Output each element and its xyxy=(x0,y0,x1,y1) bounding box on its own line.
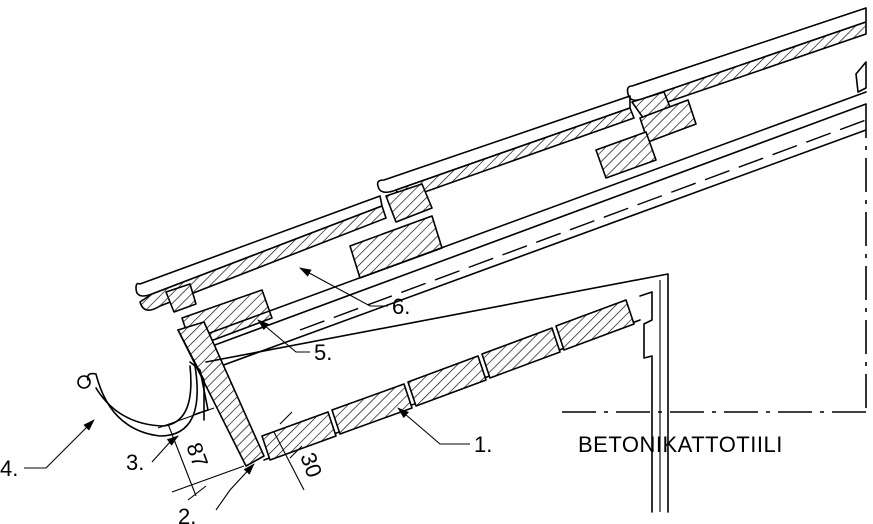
label-6: 6. xyxy=(392,294,410,319)
soffit-board-4 xyxy=(481,327,561,379)
drawing-title: BETONIKATTOTIILI xyxy=(578,432,783,457)
label-5: 5. xyxy=(314,340,332,365)
roof-tile-upper-hatch xyxy=(644,21,867,109)
label-4: 4. xyxy=(0,456,18,481)
dimension-30-text: 30 xyxy=(295,449,327,481)
soffit-board-3 xyxy=(407,355,487,407)
rafter xyxy=(205,273,669,461)
soffit-board-1 xyxy=(261,411,337,461)
section-boundary xyxy=(562,104,867,413)
label-1: 1. xyxy=(474,432,492,457)
gutter xyxy=(77,359,209,437)
tile-lug-middle xyxy=(385,183,433,223)
roof-tile-upper xyxy=(626,7,867,102)
fascia-board xyxy=(177,321,265,467)
roof-tile-lower xyxy=(135,195,383,297)
wall-detail xyxy=(639,273,669,513)
label-3: 3. xyxy=(126,450,144,475)
label-2: 2. xyxy=(178,504,196,524)
roof-tile-middle xyxy=(376,95,631,194)
roof-tile-lower-hatch xyxy=(139,205,387,311)
batten-upper xyxy=(595,131,657,179)
soffit-board-2 xyxy=(331,383,413,435)
gutter-inner xyxy=(95,365,192,427)
roof-tiles xyxy=(135,7,867,313)
soffit-board-5 xyxy=(555,299,635,351)
dimension-87-text: 87 xyxy=(181,439,213,471)
tile-lug-lower xyxy=(165,283,197,313)
underlay xyxy=(195,91,867,371)
leaders xyxy=(24,267,470,511)
gutter-outer xyxy=(86,359,198,437)
